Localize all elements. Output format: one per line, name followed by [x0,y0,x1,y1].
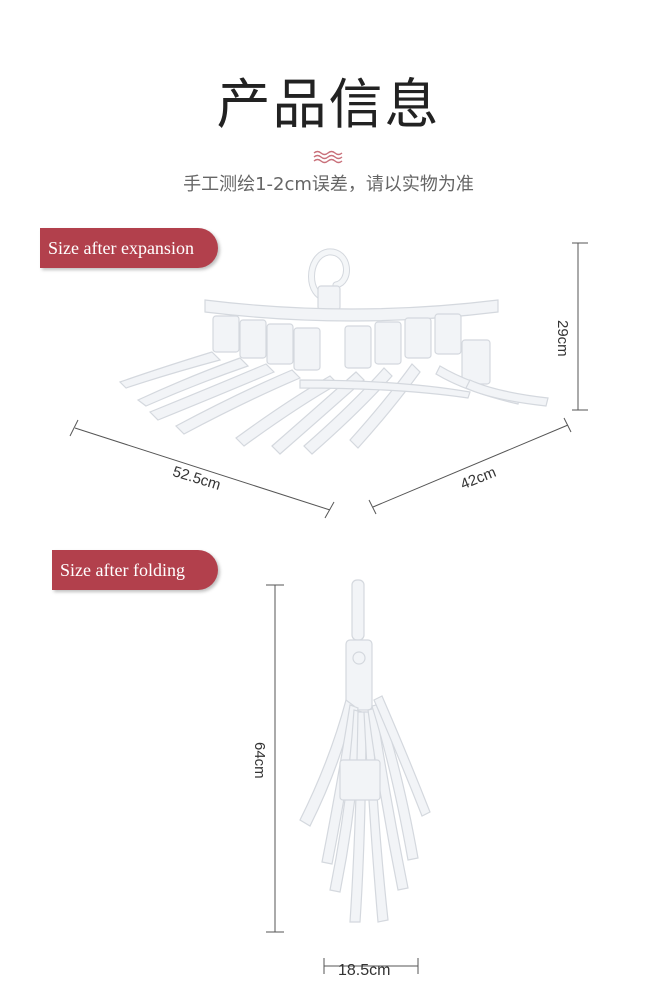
folding-dimension-lines [266,584,419,974]
wave-divider-icon [313,150,343,164]
folding-height-label: 64cm [251,742,268,779]
folding-size-badge: Size after folding [52,550,218,590]
folding-width-label: 18.5cm [338,962,391,979]
expansion-dimension-lines [69,242,588,519]
measurement-note: 手工测绘1-2cm误差，请以实物为准 [183,174,474,195]
expansion-size-badge: Size after expansion [40,228,218,268]
expanded-hanger-image [118,248,549,455]
expansion-height-label: 29cm [554,320,571,357]
page-title: 产品信息 [216,73,441,136]
folded-hanger-image [299,579,431,923]
